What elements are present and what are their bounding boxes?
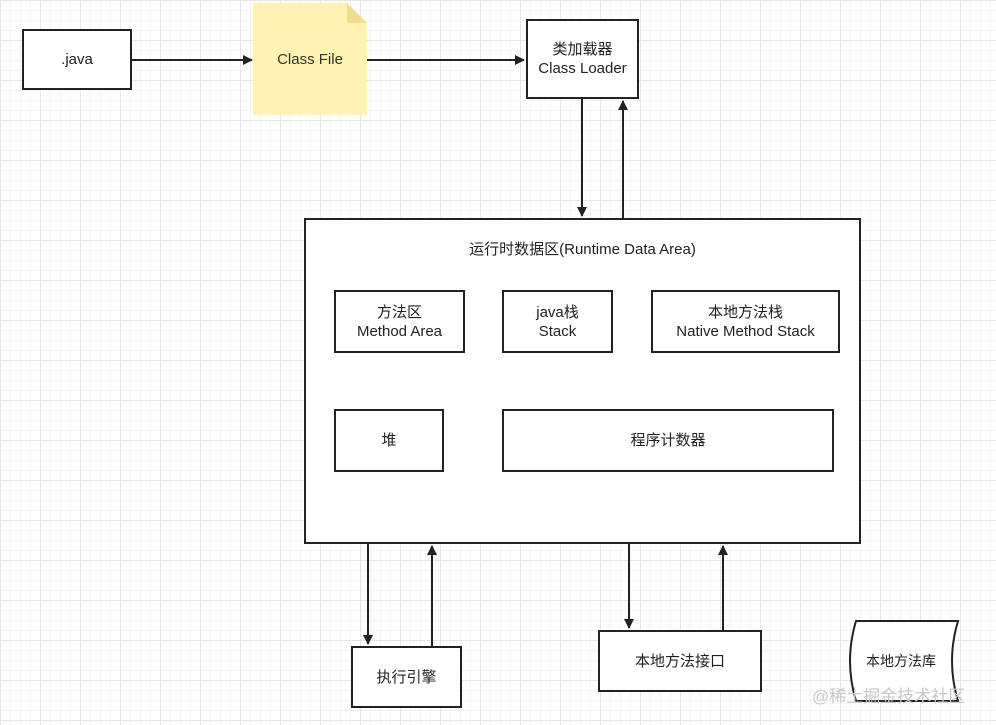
native-interface-label: 本地方法接口 [634,652,725,670]
java-source-box: .java [22,29,132,90]
class-loader-box: 类加载器 Class Loader [526,19,639,99]
class-file-note: Class File [253,3,367,115]
execution-engine-label: 执行引擎 [376,668,437,686]
execution-engine-box: 执行引擎 [351,646,462,708]
heap-box: 堆 [334,409,444,472]
class-loader-label-en: Class Loader [538,60,627,77]
program-counter-box: 程序计数器 [502,409,834,472]
watermark: @稀土掘金技术社区 [812,687,966,706]
native-method-stack-label-cn: 本地方法栈 [707,303,783,321]
native-library-label: 本地方法库 [866,653,936,669]
runtime-data-area-box: 运行时数据区(Runtime Data Area) [304,218,861,544]
java-source-label: .java [61,51,93,68]
class-file-label: Class File [277,50,343,68]
native-method-stack-label-en: Native Method Stack [676,322,815,340]
method-area-label-en: Method Area [356,322,443,340]
class-loader-label-cn: 类加载器 [552,41,613,58]
native-method-stack-box: 本地方法栈 Native Method Stack [651,290,840,353]
method-area-label-cn: 方法区 [376,303,422,321]
storage-shape-icon [849,620,960,702]
program-counter-label: 程序计数器 [630,432,706,449]
java-stack-label-cn: java栈 [536,303,579,321]
method-area-box: 方法区 Method Area [334,290,465,353]
native-interface-box: 本地方法接口 [598,630,762,692]
native-library-storage: 本地方法库 [842,620,960,702]
heap-label: 堆 [381,432,397,449]
runtime-data-area-title: 运行时数据区(Runtime Data Area) [469,241,696,258]
java-stack-label-en: Stack [538,322,577,340]
java-stack-box: java栈 Stack [502,290,613,353]
note-shape-icon [253,3,367,115]
